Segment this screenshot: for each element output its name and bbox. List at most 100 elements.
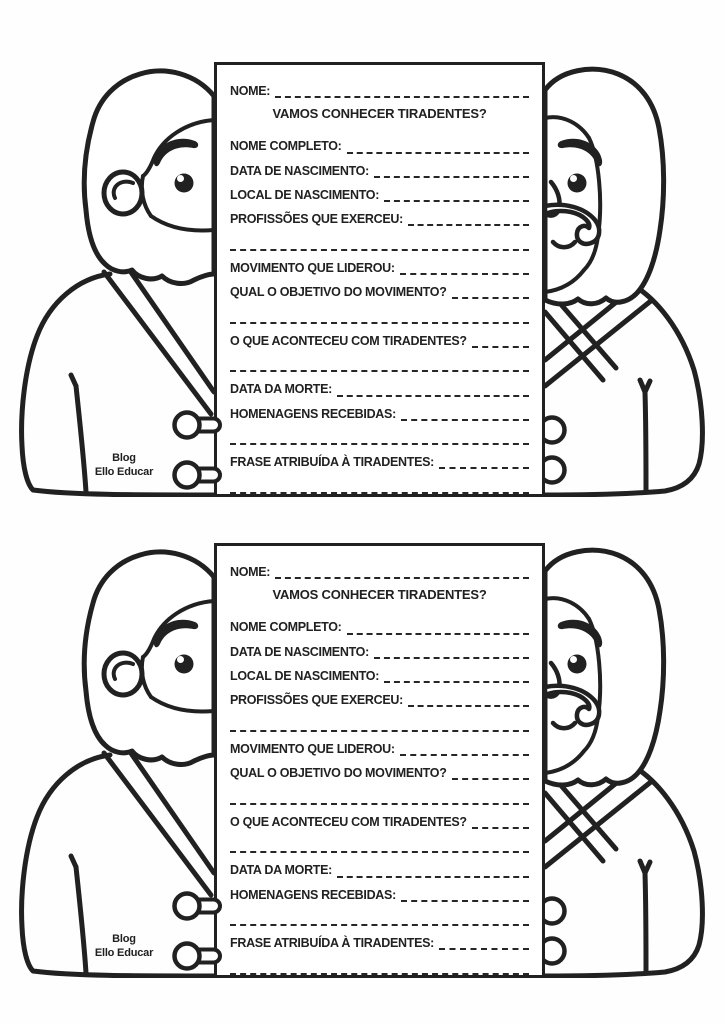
form-field-row: HOMENAGENS RECEBIDAS: — [230, 878, 529, 902]
field-label: HOMENAGENS RECEBIDAS: — [230, 406, 396, 421]
continuation-blank-row — [230, 780, 529, 805]
worksheet-sheet: NOME: VAMOS CONHECER TIRADENTES? NOME CO… — [214, 543, 545, 978]
field-label: NOME COMPLETO: — [230, 139, 342, 154]
head-right — [542, 66, 667, 307]
field-label: MOVIMENTO QUE LIDEROU: — [230, 741, 395, 756]
answer-blank — [230, 715, 529, 732]
continuation-blank-row — [230, 299, 529, 324]
field-label: O QUE ACONTECEU COM TIRADENTES? — [230, 814, 467, 829]
right-eyebrow — [557, 138, 603, 167]
field-label: DATA DA MORTE: — [230, 863, 333, 878]
form-field-row: DATA DE NASCIMENTO: — [230, 635, 529, 659]
answer-blank — [337, 861, 529, 878]
answer-blank — [230, 788, 529, 805]
field-label: FRASE ATRIBUÍDA À TIRADENTES: — [230, 455, 435, 470]
answer-blank — [399, 739, 529, 757]
answer-blank — [471, 331, 529, 348]
answer-blank — [399, 258, 529, 276]
form-field-row: FRASE ATRIBUÍDA À TIRADENTES: — [230, 445, 529, 470]
answer-blank — [384, 185, 529, 203]
field-label: QUAL O OBJETIVO DO MOVIMENTO? — [230, 766, 447, 781]
continuation-blank-row — [230, 421, 529, 446]
answer-blank — [373, 642, 529, 659]
form-field-row: NOME COMPLETO: — [230, 129, 529, 154]
answer-blank — [275, 81, 529, 99]
smile — [550, 239, 578, 250]
head-left — [81, 68, 217, 286]
field-label: NOME COMPLETO: — [230, 620, 342, 635]
body-left — [19, 743, 217, 978]
student-name-label: NOME: — [230, 565, 271, 580]
answer-blank — [346, 137, 529, 154]
field-label: HOMENAGENS RECEBIDAS: — [230, 887, 396, 902]
form-field-row: QUAL O OBJETIVO DO MOVIMENTO? — [230, 756, 529, 781]
credit: Blog Ello Educar — [76, 933, 172, 961]
field-label: MOVIMENTO QUE LIDEROU: — [230, 260, 395, 275]
field-label: O QUE ACONTECEU COM TIRADENTES? — [230, 333, 467, 348]
answer-blank — [400, 404, 529, 421]
credit-line2: Ello Educar — [94, 946, 154, 959]
worksheet-title: VAMOS CONHECER TIRADENTES? — [272, 106, 487, 122]
field-label: PROFISSÕES QUE EXERCEU: — [230, 693, 403, 708]
answer-blank — [230, 355, 529, 373]
answer-blank — [451, 763, 529, 781]
field-label: DATA DE NASCIMENTO: — [230, 644, 369, 659]
field-label: PROFISSÕES QUE EXERCEU: — [230, 212, 403, 227]
form-field-row: O QUE ACONTECEU COM TIRADENTES? — [230, 805, 529, 829]
binding-rings-illustration — [172, 410, 222, 490]
form-field-row: DATA DA MORTE: — [230, 372, 529, 397]
student-name-row: NOME: — [230, 555, 529, 580]
answer-blank — [230, 307, 529, 324]
worksheet-title-row: VAMOS CONHECER TIRADENTES? — [230, 98, 529, 129]
form-field-row: PROFISSÕES QUE EXERCEU: — [230, 683, 529, 708]
form-field-row: LOCAL DE NASCIMENTO: — [230, 178, 529, 203]
field-label: DATA DE NASCIMENTO: — [230, 163, 369, 178]
continuation-blank-row — [230, 226, 529, 251]
field-label: DATA DA MORTE: — [230, 382, 333, 397]
answer-blank — [230, 958, 529, 975]
form-field-row: MOVIMENTO QUE LIDEROU: — [230, 251, 529, 276]
answer-blank — [230, 428, 529, 446]
continuation-blank-row — [230, 829, 529, 854]
form-field-row: MOVIMENTO QUE LIDEROU: — [230, 732, 529, 757]
mustache — [542, 202, 602, 247]
left-eyebrow — [153, 138, 199, 167]
form-field-row: LOCAL DE NASCIMENTO: — [230, 659, 529, 684]
answer-blank — [384, 666, 529, 684]
answer-blank — [439, 452, 529, 470]
worksheet-card: NOME: VAMOS CONHECER TIRADENTES? NOME CO… — [0, 62, 724, 497]
continuation-blank-row — [230, 348, 529, 373]
form-field-row: QUAL O OBJETIVO DO MOVIMENTO? — [230, 275, 529, 300]
continuation-blank-row — [230, 950, 529, 975]
tiradentes-character-illustration — [19, 547, 705, 978]
answer-blank — [451, 282, 529, 300]
answer-blank — [373, 161, 529, 178]
mustache — [542, 683, 602, 728]
worksheet-title-row: VAMOS CONHECER TIRADENTES? — [230, 579, 529, 610]
continuation-blank-row — [230, 707, 529, 732]
field-label: LOCAL DE NASCIMENTO: — [230, 188, 380, 203]
left-eyebrow — [153, 619, 199, 648]
form-field-row: PROFISSÕES QUE EXERCEU: — [230, 202, 529, 227]
worksheet-sheet: NOME: VAMOS CONHECER TIRADENTES? NOME CO… — [214, 62, 545, 497]
head-left — [81, 549, 217, 767]
right-eyebrow — [557, 619, 603, 648]
form-field-row: HOMENAGENS RECEBIDAS: — [230, 397, 529, 421]
binding-rings-illustration — [172, 891, 222, 971]
form-field-row: DATA DA MORTE: — [230, 853, 529, 878]
body-left — [19, 262, 217, 497]
form-field-row: O QUE ACONTECEU COM TIRADENTES? — [230, 324, 529, 348]
continuation-blank-row — [230, 902, 529, 927]
field-label: QUAL O OBJETIVO DO MOVIMENTO? — [230, 285, 447, 300]
answer-blank — [408, 209, 529, 227]
smile — [550, 720, 578, 731]
credit-line1: Blog — [112, 933, 136, 945]
form-field-row: NOME COMPLETO: — [230, 610, 529, 635]
form-field-row: DATA DE NASCIMENTO: — [230, 154, 529, 178]
field-label: LOCAL DE NASCIMENTO: — [230, 669, 380, 684]
answer-blank — [230, 477, 529, 494]
answer-blank — [230, 836, 529, 854]
worksheet-card: NOME: VAMOS CONHECER TIRADENTES? NOME CO… — [0, 543, 724, 978]
answer-blank — [337, 380, 529, 397]
head-right — [542, 547, 667, 788]
